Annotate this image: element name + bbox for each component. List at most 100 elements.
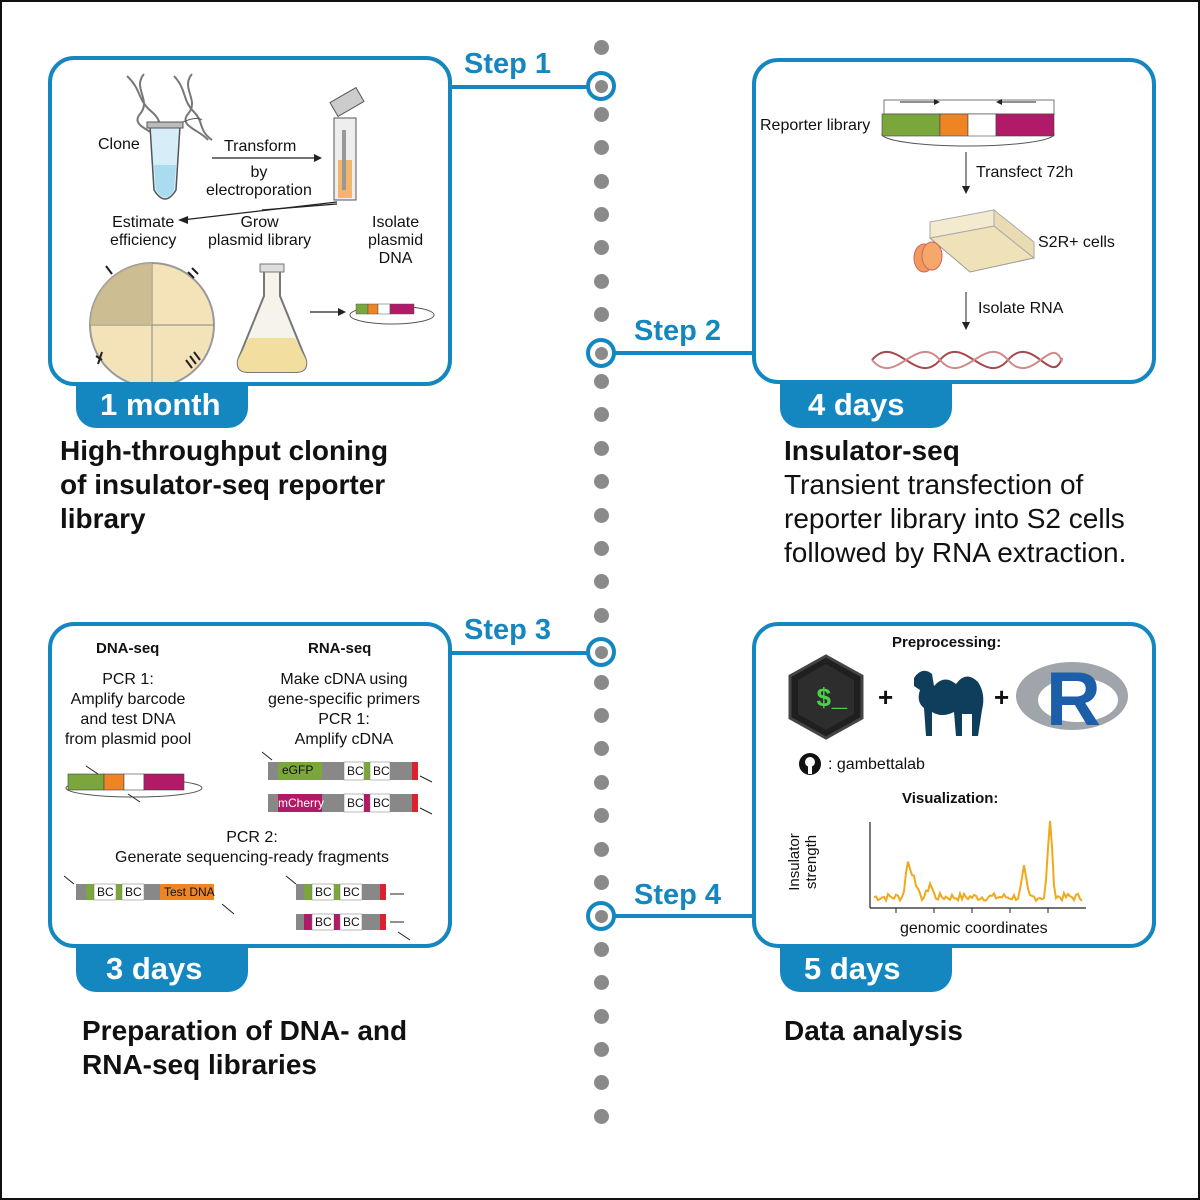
bc-label-7: BC [315, 885, 332, 899]
isolate-rna-label: Isolate RNA [978, 300, 1064, 317]
bc-label-1: BC [347, 764, 364, 778]
test-dna-label: Test DNA [164, 885, 215, 899]
flask-icon [236, 263, 308, 373]
bc-label-10: BC [343, 915, 360, 929]
pcr2-text: PCR 2: Generate sequencing-ready fragmen… [115, 829, 389, 866]
step3-connector [451, 651, 587, 655]
timeline-dot [594, 307, 609, 323]
plus-sign-2: + [994, 682, 1010, 712]
step3-label: Step 3 [464, 614, 552, 646]
cells-label: S2R+ cells [1038, 234, 1115, 251]
timeline-dot [594, 1075, 609, 1091]
step3-caption-title: Preparation of DNA- and RNA-seq librarie… [82, 1015, 408, 1080]
timeline-dot [594, 474, 609, 490]
timeline-dot [594, 374, 609, 389]
cuvette-icon [329, 86, 365, 201]
bc-label-6: BC [125, 885, 142, 899]
step3-illustration [63, 751, 433, 941]
step3-panel: DNA-seq RNA-seq PCR 1: Amplify barcode a… [48, 622, 452, 948]
grow-library-label: Grow plasmid library [208, 214, 312, 249]
step4-panel: Preprocessing: [752, 622, 1156, 948]
perl-camel-icon [914, 670, 984, 736]
cell-flask-icon [913, 208, 1036, 273]
petri-dish-icon [89, 262, 215, 388]
step2-panel: Reporter library Transfect 72h S2R+ cell… [752, 58, 1156, 384]
step1-caption-title: High-throughput cloning of insulator-seq… [60, 435, 389, 534]
timeline-dot [594, 841, 609, 857]
bc-label-3: BC [347, 796, 364, 810]
chart-axes [869, 822, 1086, 909]
timeline-dot [594, 240, 609, 256]
dna-seq-plasmid-icon [65, 765, 203, 803]
chart-ticks [895, 908, 1049, 913]
bc-label-8: BC [343, 885, 360, 899]
step2-caption: Insulator-seq Transient transfection of … [784, 434, 1164, 570]
step2-duration-badge: 4 days [780, 382, 952, 428]
step2-caption-text: Transient transfection of reporter libra… [784, 469, 1127, 568]
timeline-dot [594, 941, 609, 957]
reporter-plasmid-icon [881, 99, 1055, 147]
step3-node [586, 637, 616, 667]
plus-sign-1: + [878, 682, 894, 712]
mcherry-construct-icon [268, 793, 433, 815]
bc-label-4: BC [373, 796, 390, 810]
step4-label: Step 4 [634, 879, 722, 911]
timeline-dot [594, 507, 609, 523]
timeline-dot [594, 607, 609, 623]
timeline-dot [594, 40, 609, 55]
timeline-dot [594, 1008, 609, 1024]
step2-connector [615, 351, 753, 355]
bash-terminal-icon [788, 654, 864, 740]
timeline-dot [594, 1108, 609, 1124]
github-icon [799, 753, 821, 775]
r-letter: R [1046, 657, 1101, 742]
timeline-dot [594, 708, 609, 723]
preprocessing-heading: Preprocessing: [892, 634, 1002, 651]
chart-xlabel: genomic coordinates [900, 920, 1048, 937]
step1-label: Step 1 [464, 48, 552, 80]
egfp-construct-icon [261, 751, 433, 783]
step3-duration-badge: 3 days [76, 946, 248, 992]
timeline-dot [594, 674, 609, 690]
step1-node [586, 71, 616, 101]
pcr2-rna-fragment-icon [285, 875, 411, 941]
step4-illustration [788, 654, 1128, 913]
rna-steps-text: Make cDNA using gene-specific primers PC… [267, 671, 421, 748]
rna-seq-heading: RNA-seq [308, 640, 372, 657]
timeline-dot [594, 541, 609, 556]
step2-illustration [871, 99, 1063, 369]
step4-caption-title: Data analysis [784, 1015, 963, 1046]
timeline-dot [594, 207, 609, 222]
step4-duration-badge: 5 days [780, 946, 952, 992]
dna-pcr1-text: PCR 1: Amplify barcode and test DNA from… [64, 671, 192, 748]
r-logo-icon [1016, 662, 1128, 730]
timeline-dot [594, 273, 609, 289]
pcr2-dna-fragment-icon [63, 875, 235, 915]
step4-caption: Data analysis [784, 1014, 1164, 1048]
dna-seq-heading: DNA-seq [96, 640, 160, 657]
step3-caption: Preparation of DNA- and RNA-seq librarie… [82, 1014, 462, 1082]
step1-connector [451, 85, 587, 89]
rna-helix-icon [871, 351, 1063, 369]
timeline-dot [594, 774, 609, 790]
step1-duration-badge: 1 month [76, 382, 248, 428]
bc-label-5: BC [97, 885, 114, 899]
insulator-signal-line [873, 820, 1083, 903]
timeline-dot [594, 1042, 609, 1057]
timeline-dot [594, 440, 609, 456]
transfect-label: Transfect 72h [976, 164, 1074, 181]
transform-label: Transform [224, 138, 297, 155]
reporter-library-label: Reporter library [760, 117, 871, 134]
estimate-efficiency-label: Estimate efficiency [110, 214, 177, 249]
step2-caption-title: Insulator-seq [784, 435, 960, 466]
mcherry-label: mCherry [278, 796, 325, 810]
step2-label: Step 2 [634, 315, 722, 347]
egfp-label: eGFP [282, 763, 314, 777]
step4-connector [615, 914, 753, 918]
electroporation-label: by electroporation [206, 164, 312, 199]
timeline-dot [594, 808, 609, 824]
step1-illustration [89, 73, 435, 388]
mini-plasmid-icon [349, 303, 435, 325]
step1-caption: High-throughput cloning of insulator-seq… [60, 434, 420, 536]
timeline-dot [594, 140, 609, 156]
